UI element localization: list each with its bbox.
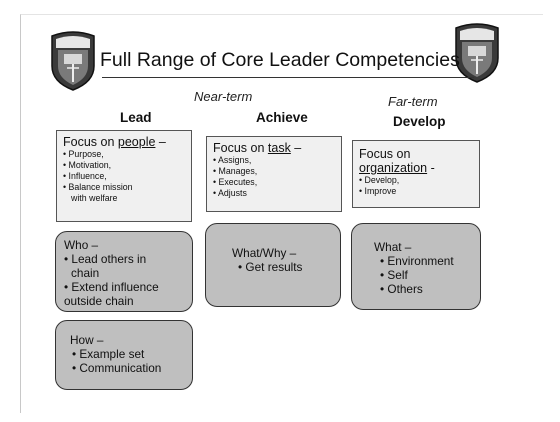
list-item: with welfare xyxy=(71,193,118,203)
focus-box-task: Focus on task – • Assigns, • Manages, • … xyxy=(206,136,342,212)
focus-box-organization: Focus on organization - • Develop, • Imp… xyxy=(352,140,480,208)
what-why-box: What/Why – • Get results xyxy=(205,223,341,307)
list-item: • Example set xyxy=(72,347,145,361)
focus-keyword: task xyxy=(267,141,291,155)
focus-heading: Focus on people – xyxy=(63,135,185,149)
crest-logo-right xyxy=(455,23,499,83)
list-item: • Communication xyxy=(72,361,162,375)
crest-logo-left xyxy=(51,31,95,91)
focus-heading: Focus on xyxy=(359,147,411,161)
list-item: • Executes, xyxy=(213,177,258,187)
how-list: • Example set • Communication xyxy=(70,347,184,375)
what-why-title: What/Why – xyxy=(232,246,297,260)
column-header-lead: Lead xyxy=(120,110,152,125)
focus-suffix: - xyxy=(427,161,435,175)
focus-list: • Develop, • Improve xyxy=(359,175,473,197)
what-why-list: • Get results xyxy=(232,260,332,274)
list-item: • Assigns, xyxy=(213,155,252,165)
how-title: How – xyxy=(70,333,104,347)
who-title: Who – xyxy=(64,238,99,252)
list-item: • Others xyxy=(380,282,423,296)
focus-prefix: Focus on xyxy=(63,135,118,149)
list-item: • Motivation, xyxy=(63,160,112,170)
near-term-label: Near-term xyxy=(194,89,253,104)
list-item: • Get results xyxy=(238,260,303,274)
slide-frame xyxy=(20,14,543,413)
who-list: • Lead others in chain • Extend influenc… xyxy=(64,252,184,308)
column-header-develop: Develop xyxy=(393,114,446,129)
focus-box-people: Focus on people – • Purpose, • Motivatio… xyxy=(56,130,192,222)
focus-suffix: – xyxy=(290,141,302,155)
page-title: Full Range of Core Leader Competencies xyxy=(100,49,460,71)
column-header-achieve: Achieve xyxy=(256,110,308,125)
list-item: • Lead others in xyxy=(64,252,147,266)
list-item: • Influence, xyxy=(63,171,107,181)
focus-heading: Focus on task – xyxy=(213,141,335,155)
how-box: How – • Example set • Communication xyxy=(55,320,193,390)
list-item: • Develop, xyxy=(359,175,400,185)
list-item: • Adjusts xyxy=(213,188,247,198)
focus-suffix: – xyxy=(155,135,166,149)
focus-keyword: people xyxy=(117,135,156,149)
what-list: • Environment • Self • Others xyxy=(374,254,472,296)
list-item: • Improve xyxy=(359,186,397,196)
focus-list: • Purpose, • Motivation, • Influence, • … xyxy=(63,149,185,204)
focus-keyword: organization xyxy=(359,161,428,175)
title-underline xyxy=(102,77,474,78)
list-item: • Manages, xyxy=(213,166,258,176)
list-item: • Purpose, xyxy=(63,149,104,159)
focus-prefix: Focus on xyxy=(213,141,268,155)
far-term-label: Far-term xyxy=(388,94,438,109)
list-item: • Self xyxy=(380,268,408,282)
what-title: What – xyxy=(374,240,412,254)
list-item: outside chain xyxy=(64,294,134,308)
list-item: • Balance mission xyxy=(63,182,133,192)
focus-list: • Assigns, • Manages, • Executes, • Adju… xyxy=(213,155,335,199)
who-box: Who – • Lead others in chain • Extend in… xyxy=(55,231,193,312)
focus-heading-keyword: organization - xyxy=(359,161,473,175)
list-item: • Environment xyxy=(380,254,454,268)
what-box: What – • Environment • Self • Others xyxy=(351,223,481,310)
list-item: chain xyxy=(71,266,100,280)
list-item: • Extend influence xyxy=(64,280,159,294)
